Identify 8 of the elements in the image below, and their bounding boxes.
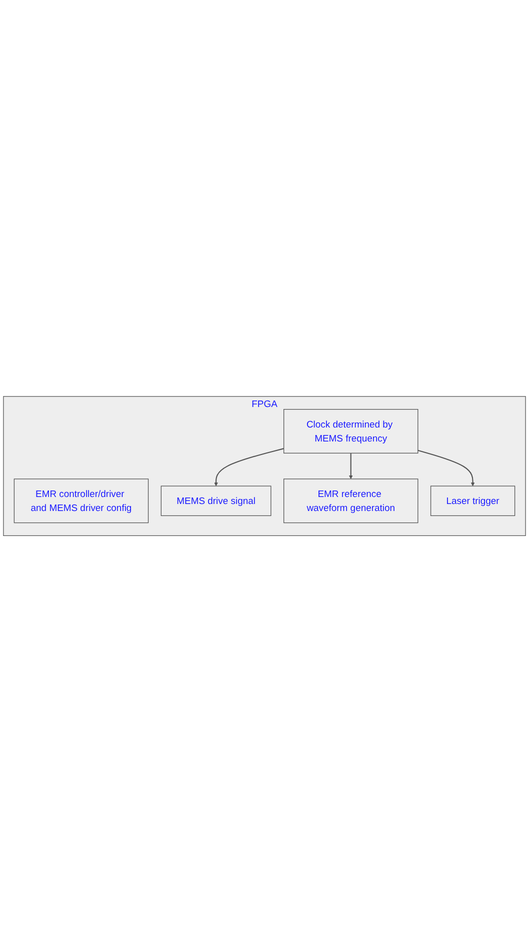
node-box: MEMS drive signal <box>160 486 272 516</box>
arrow <box>418 450 475 487</box>
node-box: EMR controller/driver and MEMS driver config <box>14 479 149 524</box>
node-box: Laser trigger <box>430 486 516 516</box>
node-box: Clock determined by MEMS frequency <box>283 409 418 454</box>
arrow <box>348 454 353 480</box>
arrow <box>214 448 284 487</box>
node-box: EMR reference waveform generation <box>283 479 418 524</box>
